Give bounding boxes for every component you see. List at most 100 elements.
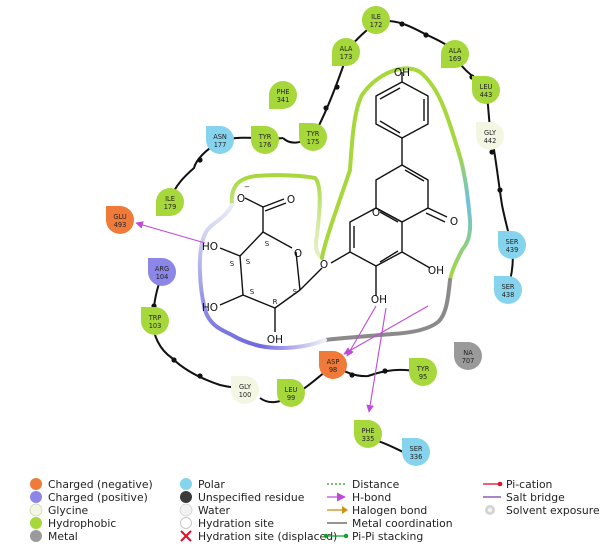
residue-number: 95 — [419, 373, 427, 381]
residue-shape — [402, 438, 430, 466]
legend-swatch-pipi-end-b — [343, 533, 349, 539]
backbone-chain-left — [169, 134, 315, 201]
hbond-asp98-a — [343, 305, 429, 355]
hbond-phe335 — [366, 307, 387, 413]
stereo-c2: R — [273, 298, 278, 306]
legend-label: Hydration site (displaced) — [198, 530, 337, 543]
atom-ho-left: HO — [202, 241, 218, 253]
legend-col-residue-types: Charged (negative) Charged (positive) Gl… — [29, 478, 153, 543]
residue-number: 707 — [462, 357, 475, 365]
residue-shape — [409, 358, 437, 386]
residue-shape — [354, 420, 382, 448]
atom-ho-sugar-4: HO — [202, 302, 218, 314]
residue-name: ALA — [449, 47, 462, 55]
residue-number: 438 — [502, 291, 515, 299]
residue-shape — [141, 307, 169, 335]
legend-swatch-glycine — [29, 503, 43, 517]
legend-label: Halogen bond — [352, 504, 427, 517]
stereo-c5: S — [265, 240, 270, 248]
residue-number: 169 — [449, 55, 462, 63]
residue-name: LEU — [285, 386, 298, 394]
residue-shape — [472, 76, 500, 104]
residue-shape — [454, 342, 482, 370]
residue-name: ASP — [327, 358, 340, 366]
legend-swatch-metal — [30, 530, 42, 542]
atom-o-carboxylate: O — [237, 193, 245, 205]
residue-name: SER — [506, 238, 519, 246]
hbond-asp98-b — [346, 305, 377, 357]
legend-col-other-interactions: Pi-cation Salt bridge Solvent exposure — [483, 478, 600, 517]
atom-oh-6: OH — [371, 294, 387, 306]
atom-oh-phenol: OH — [394, 67, 410, 79]
residue-shape — [476, 122, 504, 150]
legend-label: Charged (positive) — [48, 491, 148, 504]
atom-labels: OH O O OH OH O O O − O HO HO OH — [202, 67, 458, 346]
residue-shape — [251, 126, 279, 154]
residue-name: PHE — [276, 88, 289, 96]
atom-o-ketone: O — [450, 216, 458, 228]
atom-o-sugar-ring: O — [294, 248, 302, 260]
backbone-dots — [151, 21, 503, 379]
residue-shape — [441, 40, 469, 68]
legend-label: Metal coordination — [352, 517, 453, 530]
residue-number: 442 — [484, 137, 497, 145]
residue-number: 104 — [156, 273, 169, 281]
legend-col-other-types: Polar Unspecified residue Water Hydratio… — [179, 478, 337, 543]
legend-label: Charged (negative) — [48, 478, 153, 491]
legend: Charged (negative) Charged (positive) Gl… — [29, 478, 600, 543]
legend-swatch-water — [179, 503, 193, 517]
residue-name: LEU — [480, 83, 493, 91]
stereo-c1: S — [293, 288, 298, 296]
residue-shape — [231, 376, 259, 404]
residue-shape — [319, 351, 347, 379]
residue-name: ALA — [340, 45, 353, 53]
legend-label: Hydrophobic — [48, 517, 116, 530]
legend-label: Metal — [48, 530, 78, 543]
legend-swatch-polar — [180, 478, 192, 490]
legend-swatch-negative — [30, 478, 42, 490]
legend-label: Water — [198, 504, 230, 517]
residue-name: SER — [410, 445, 423, 453]
residue-number: 179 — [164, 203, 177, 211]
pocket-segment-top — [229, 173, 324, 260]
residue-name: ILE — [165, 195, 175, 203]
residue-number: 443 — [480, 91, 493, 99]
residue-name: TYR — [306, 130, 320, 138]
atom-o-chromone: O — [372, 207, 380, 219]
legend-label: H-bond — [352, 491, 391, 504]
residue-name: GLU — [113, 213, 126, 221]
residue-number: 175 — [307, 138, 320, 146]
stereo-c4: S — [246, 258, 251, 266]
stereo-labels: S S S S R S — [230, 240, 298, 306]
residue-number: 336 — [410, 453, 423, 461]
legend-label: Polar — [198, 478, 225, 491]
residue-name: ARG — [155, 265, 169, 273]
legend-label: Unspecified residue — [198, 491, 305, 504]
residue-shape — [494, 276, 522, 304]
residue-number: 439 — [506, 246, 519, 254]
residue-name: SER — [502, 283, 515, 291]
backbone-connections — [151, 20, 514, 456]
